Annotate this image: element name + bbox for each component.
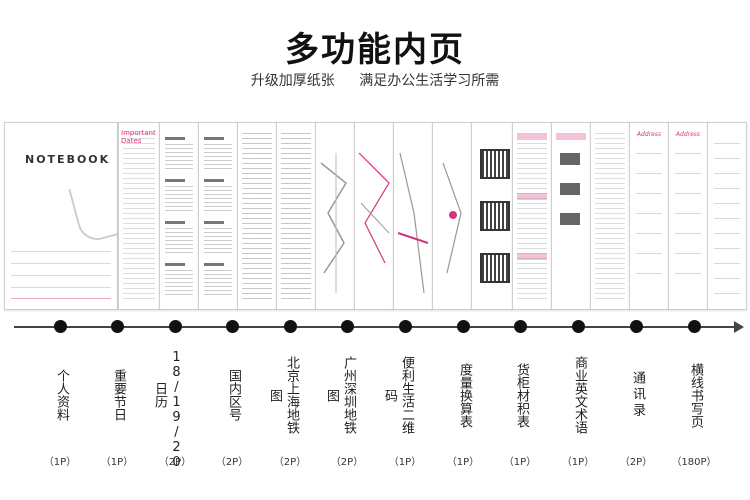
page-important-dates: Important Dates: [118, 122, 160, 310]
timeline-page-count: （1P）: [43, 457, 77, 468]
timeline-label: 便利生活二维码: [382, 356, 414, 434]
timeline-dot: [111, 320, 124, 333]
timeline-page-count: （1P）: [561, 457, 595, 468]
timeline-page-count: （2P）: [215, 457, 249, 468]
timeline-dot: [341, 320, 354, 333]
page-business-english: [590, 122, 630, 310]
page-metro-map-c: [393, 122, 433, 310]
timeline-label: 广州深圳地铁图: [324, 356, 356, 434]
timeline-page-count: （1P）: [388, 457, 422, 468]
timeline-dot: [688, 320, 701, 333]
timeline-axis: [14, 326, 736, 328]
page-area-codes-a: [237, 122, 277, 310]
page-address-book-b: Address: [668, 122, 708, 310]
timeline-label: 国内区号: [226, 369, 241, 421]
page-qr-codes: [471, 122, 513, 310]
timeline-label: 18/19/20日历: [152, 350, 184, 470]
timeline-dot: [630, 320, 643, 333]
qr-code: [480, 201, 510, 231]
timeline-label: 北京上海地铁图: [267, 356, 299, 434]
timeline-label: 商业英文术语: [572, 356, 587, 434]
cover-title: NOTEBOOK: [25, 153, 111, 166]
page-address-book-a: Address: [629, 122, 669, 310]
page-metro-map-a: [315, 122, 355, 310]
timeline-page-count: （2P）: [273, 457, 307, 468]
timeline-label: 重要节日: [111, 369, 126, 421]
timeline-dot: [169, 320, 182, 333]
timeline-dot: [572, 320, 585, 333]
qr-code: [480, 149, 510, 179]
timeline-label: 个人资料: [54, 369, 69, 421]
timeline-page-count: （2P）: [158, 457, 192, 468]
timeline-dot: [54, 320, 67, 333]
page-calendar-b: [198, 122, 238, 310]
timeline-page-count: （180P）: [671, 457, 717, 468]
feather-illustration: [68, 178, 117, 245]
timeline-label: 货柜材积表: [514, 362, 529, 428]
page-conversion-table: [512, 122, 552, 310]
important-dates-title: Important Dates: [121, 129, 156, 145]
qr-code: [480, 253, 510, 283]
subtitle: 升级加厚纸张 满足办公生活学习所需: [0, 70, 750, 90]
timeline-page-count: （1P）: [503, 457, 537, 468]
timeline-page-count: （1P）: [100, 457, 134, 468]
timeline-label: 横线书写页: [688, 362, 703, 428]
address-title: Address: [636, 131, 662, 138]
page-cover: NOTEBOOK: [4, 122, 118, 310]
page-metro-map-b: [354, 122, 394, 310]
page-container-table: [551, 122, 591, 310]
page-metro-map-d: [432, 122, 472, 310]
timeline-label: 通讯录: [630, 371, 645, 419]
pages-preview-strip: NOTEBOOK Important Dates: [4, 122, 747, 310]
page-area-codes-b: [276, 122, 316, 310]
subtitle-right: 满足办公生活学习所需: [359, 73, 500, 89]
timeline-page-count: （2P）: [619, 457, 653, 468]
page-calendar-a: [159, 122, 199, 310]
timeline-dot: [226, 320, 239, 333]
timeline-page-count: （1P）: [446, 457, 480, 468]
timeline-dot: [457, 320, 470, 333]
address-title: Address: [675, 131, 701, 138]
subtitle-left: 升级加厚纸张: [250, 73, 335, 89]
timeline-dot: [399, 320, 412, 333]
timeline-page-count: （2P）: [330, 457, 364, 468]
timeline-dot: [514, 320, 527, 333]
timeline-dot: [284, 320, 297, 333]
page-lined: [707, 122, 747, 310]
timeline-label: 度量换算表: [457, 362, 472, 428]
page-title: 多功能内页: [285, 30, 465, 70]
timeline-arrow: [734, 321, 744, 333]
